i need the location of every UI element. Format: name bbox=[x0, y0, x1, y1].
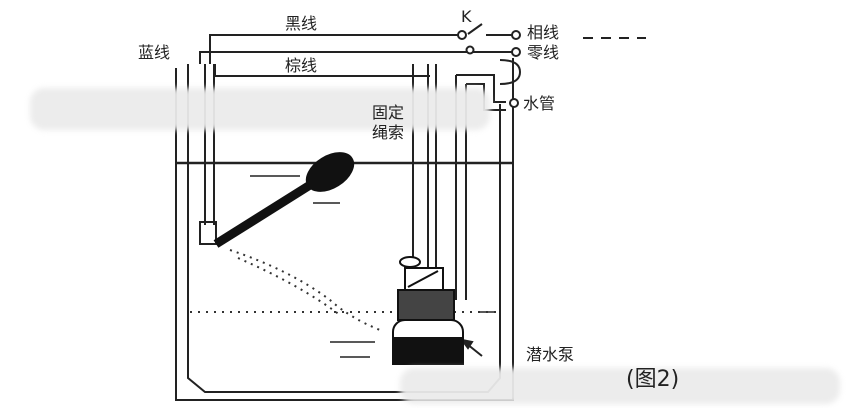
label-neutral-wire: 零线 bbox=[527, 43, 560, 62]
label-water-pipe: 水管 bbox=[523, 94, 556, 113]
label-black-wire: 黑线 bbox=[285, 14, 318, 33]
tank-outer-wall bbox=[175, 58, 514, 401]
tank-inner-wall bbox=[187, 64, 501, 393]
float-switch-box bbox=[199, 221, 217, 245]
label-blue-wire: 蓝线 bbox=[138, 43, 171, 62]
blue-wire bbox=[199, 51, 488, 64]
label-brown-wire: 棕线 bbox=[285, 56, 318, 75]
redaction-bottom bbox=[400, 368, 840, 404]
submersible-pump bbox=[392, 256, 464, 365]
label-switch-k: K bbox=[461, 7, 472, 26]
label-phase-wire: 相线 bbox=[527, 23, 560, 42]
float-ball bbox=[213, 152, 355, 248]
label-fixed-rope-2: 绳索 bbox=[372, 123, 405, 142]
switch-k-contact bbox=[457, 30, 467, 40]
black-wire bbox=[209, 34, 462, 64]
label-submersible-pump: 潜水泵 bbox=[526, 345, 575, 364]
water-pipe bbox=[455, 74, 506, 300]
label-fixed-rope-1: 固定 bbox=[372, 103, 405, 122]
label-figure: (图2) bbox=[626, 367, 680, 392]
redaction-top bbox=[30, 88, 490, 130]
switch-k-lever bbox=[467, 23, 483, 35]
brown-wire bbox=[214, 64, 430, 77]
fixed-rope bbox=[229, 249, 381, 331]
